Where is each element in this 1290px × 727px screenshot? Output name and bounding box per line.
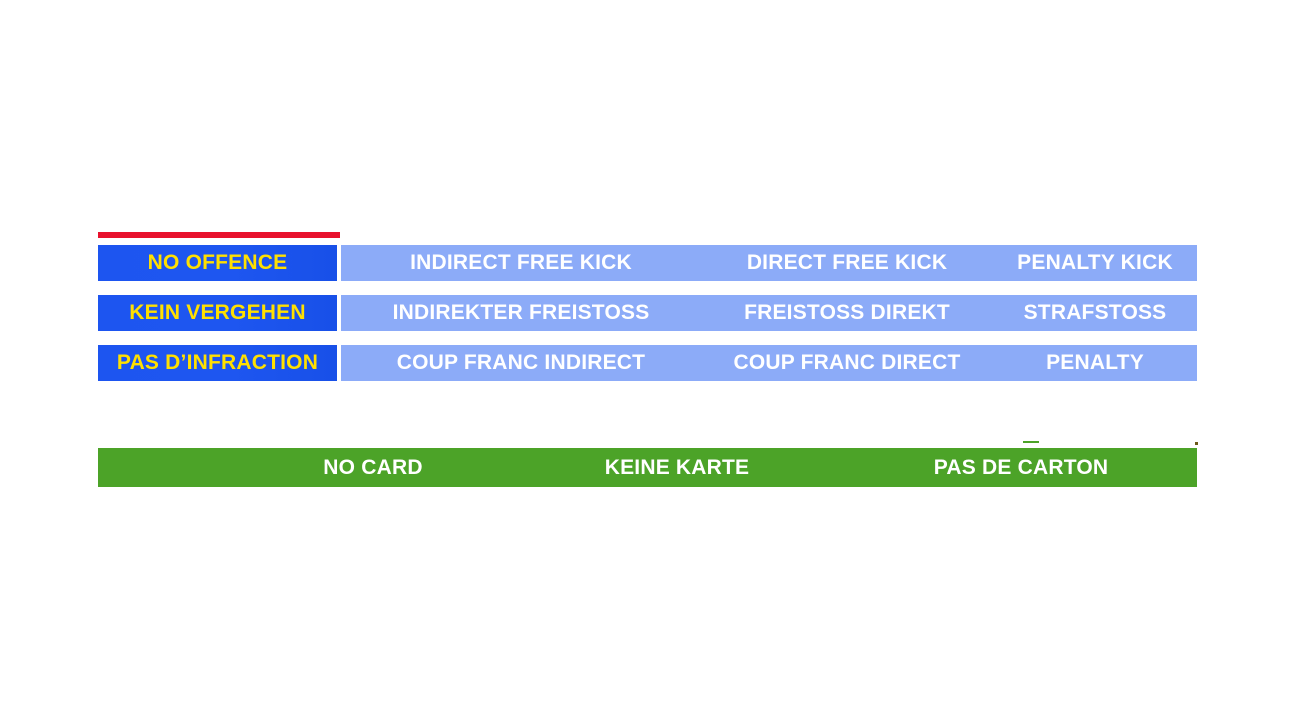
restart-cell-strafstoss[interactable]: STRAFSTOSS	[1023, 301, 1167, 324]
restart-cell-penalty-kick[interactable]: PENALTY KICK	[1017, 251, 1173, 274]
restart-cell-coup-franc-indirect[interactable]: COUP FRANC INDIRECT	[396, 351, 646, 374]
restart-cell-coup-franc-direct[interactable]: COUP FRANC DIRECT	[733, 351, 961, 374]
restart-cell-penalty[interactable]: PENALTY	[1046, 351, 1144, 374]
red-accent-rule	[98, 232, 340, 238]
restart-cell-direct-free-kick[interactable]: DIRECT FREE KICK	[746, 251, 948, 274]
card-cell-keine-karte[interactable]: KEINE KARTE	[604, 455, 750, 479]
card-cell-pas-de-carton[interactable]: PAS DE CARTON	[933, 455, 1109, 479]
restart-cell-indirekter-freistoss[interactable]: INDIREKTER FREISTOSS	[392, 301, 650, 324]
restart-strip-french: COUP FRANC INDIRECT COUP FRANC DIRECT PE…	[341, 345, 1197, 381]
restart-cell-indirect-free-kick[interactable]: INDIRECT FREE KICK	[410, 251, 632, 274]
matrix-row: PAS D’INFRACTION COUP FRANC INDIRECT COU…	[98, 345, 1197, 381]
card-cell-no-card[interactable]: NO CARD	[323, 455, 423, 479]
matrix-row: KEIN VERGEHEN INDIREKTER FREISTOSS FREIS…	[98, 295, 1197, 331]
offence-restart-matrix: NO OFFENCE INDIRECT FREE KICK DIRECT FRE…	[98, 245, 1197, 381]
restart-strip-german: INDIREKTER FREISTOSS FREISTOSS DIREKT ST…	[341, 295, 1197, 331]
no-card-bar: NO CARD KEINE KARTE PAS DE CARTON	[98, 448, 1197, 487]
offence-cell-german[interactable]: KEIN VERGEHEN	[98, 295, 337, 331]
offence-cell-french[interactable]: PAS D’INFRACTION	[98, 345, 337, 381]
restart-cell-freistoss-direkt[interactable]: FREISTOSS DIREKT	[744, 301, 950, 324]
green-dot-mark	[1195, 442, 1198, 445]
restart-strip-english: INDIRECT FREE KICK DIRECT FREE KICK PENA…	[341, 245, 1197, 281]
matrix-row: NO OFFENCE INDIRECT FREE KICK DIRECT FRE…	[98, 245, 1197, 281]
green-dash-mark	[1023, 441, 1039, 443]
offence-cell-english[interactable]: NO OFFENCE	[98, 245, 337, 281]
